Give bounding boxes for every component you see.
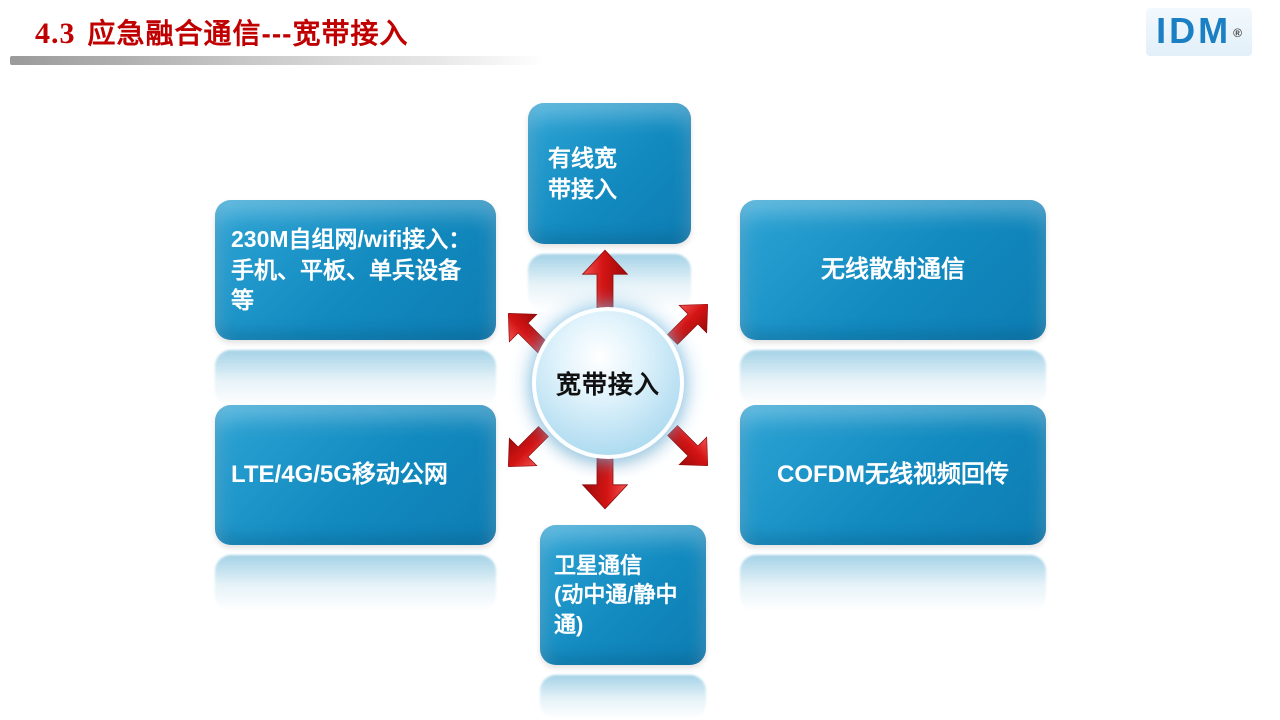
node-wireless-scatter-comm: 无线散射通信 xyxy=(740,200,1046,340)
reflection-cofdm-video-backhaul xyxy=(740,555,1046,611)
title-divider xyxy=(10,56,546,65)
node-satellite-comm-label: 卫星通信 (动中通/静中通) xyxy=(554,553,678,637)
company-logo: IDM® xyxy=(1146,8,1252,56)
arrow-up-right-icon xyxy=(655,287,726,358)
node-wired-broadband-label: 有线宽 带接入 xyxy=(548,145,617,202)
reflection-satellite-comm xyxy=(540,675,706,719)
arrow-down-icon xyxy=(581,450,629,510)
node-adhoc-wifi-access: 230M自组网/wifi接入：手机、平板、单兵设备等 xyxy=(215,200,496,340)
slide-title-number: 4.3 xyxy=(35,17,76,50)
node-lte-public-network: LTE/4G/5G移动公网 xyxy=(215,405,496,545)
reflection-adhoc-wifi-access xyxy=(215,350,496,406)
node-satellite-comm: 卫星通信 (动中通/静中通) xyxy=(540,525,706,665)
slide-title: 4.3 应急融合通信---宽带接入 xyxy=(35,12,408,52)
node-cofdm-video-backhaul: COFDM无线视频回传 xyxy=(740,405,1046,545)
node-lte-public-network-label: LTE/4G/5G移动公网 xyxy=(231,461,448,489)
arrow-down-left-icon xyxy=(491,414,562,485)
reflection-wireless-scatter-comm xyxy=(740,350,1046,406)
node-adhoc-wifi-access-label: 230M自组网/wifi接入：手机、平板、单兵设备等 xyxy=(231,226,472,314)
hub-broadband-access: 宽带接入 xyxy=(532,307,684,459)
node-wired-broadband: 有线宽 带接入 xyxy=(528,103,691,244)
reflection-lte-public-network xyxy=(215,555,496,611)
arrow-down-right-icon xyxy=(655,413,726,484)
hub-broadband-access-label: 宽带接入 xyxy=(555,371,660,399)
logo-text: IDM xyxy=(1156,10,1232,51)
arrow-up-icon xyxy=(581,249,629,309)
node-cofdm-video-backhaul-label: COFDM无线视频回传 xyxy=(777,461,1009,489)
registered-trademark-icon: ® xyxy=(1233,25,1242,40)
slide-title-text: 应急融合通信---宽带接入 xyxy=(87,18,409,49)
node-wireless-scatter-comm-label: 无线散射通信 xyxy=(821,256,965,284)
